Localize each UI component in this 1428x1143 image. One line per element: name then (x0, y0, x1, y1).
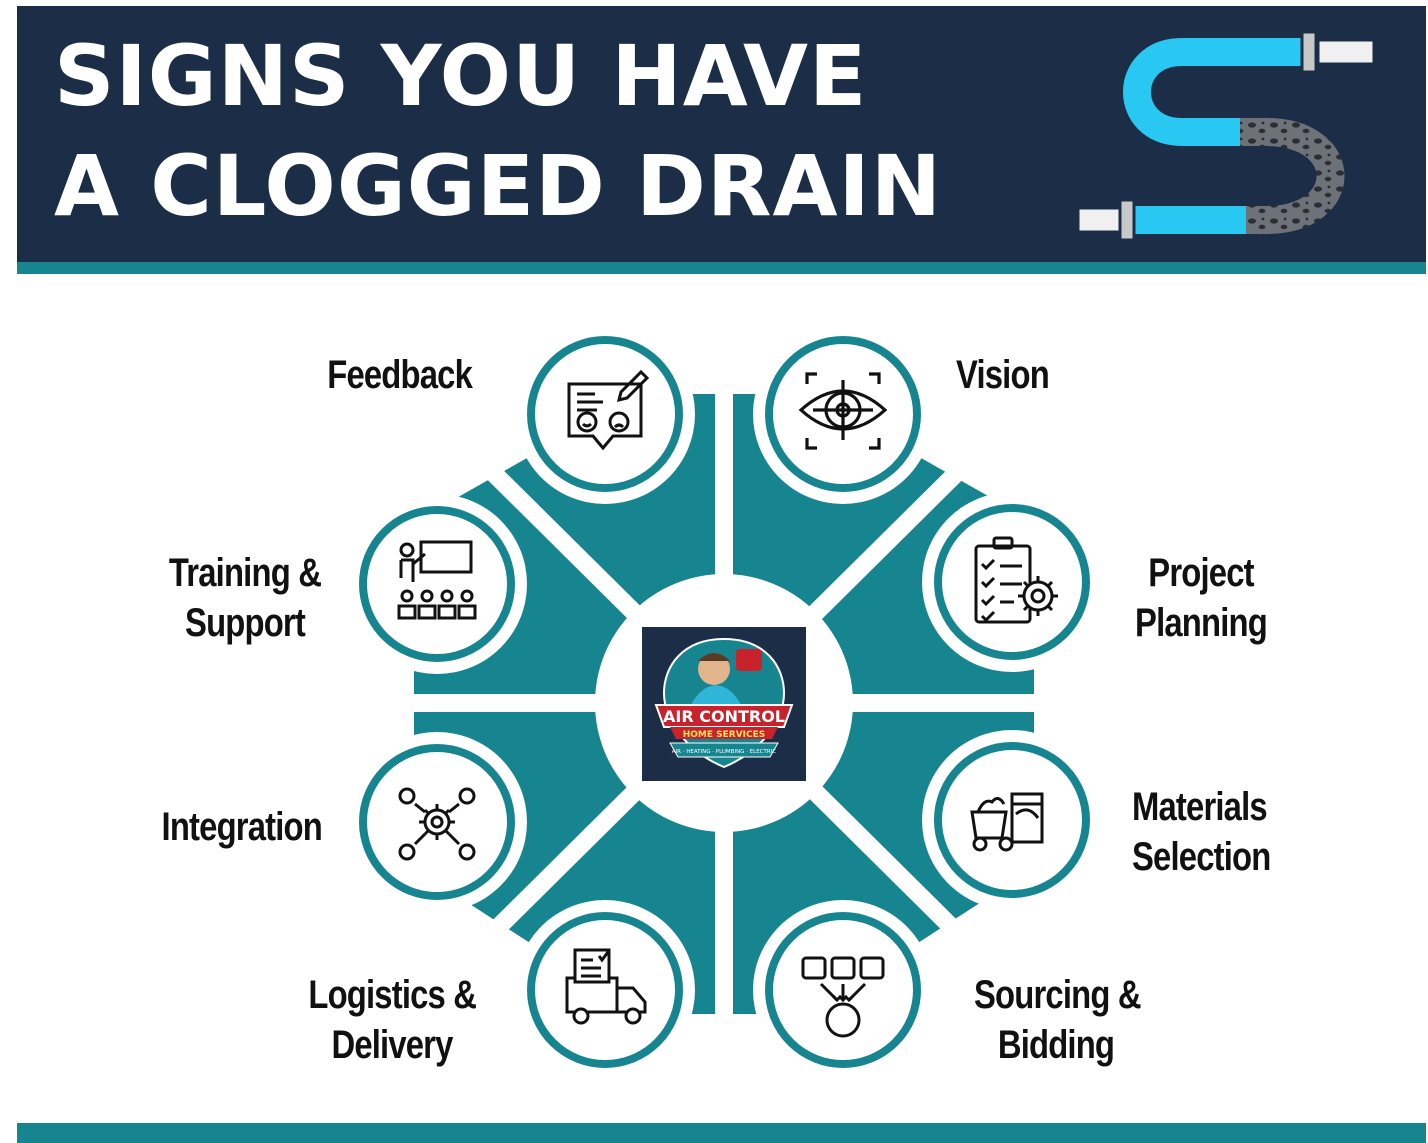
integration-gears-icon (398, 787, 476, 861)
label-sourcing-bidding: Sourcing & Bidding (974, 973, 1142, 1067)
label-materials-selection: Materials Selection (1132, 785, 1271, 879)
label-logistics-delivery: Logistics & Delivery (308, 973, 477, 1067)
pipe-s-icon (1076, 30, 1376, 242)
label-feedback: Feedback (327, 353, 473, 397)
icon-node-materials-selection (922, 730, 1102, 910)
label-project-planning: Project Planning (1135, 551, 1268, 645)
label-training-support: Training & Support (168, 551, 322, 645)
training-presentation-icon (397, 540, 477, 620)
logo-tagline-text: AIR · HEATING · PLUMBING · ELECTRIC (672, 749, 777, 755)
icon-node-feedback (515, 324, 695, 504)
icon-node-vision (753, 324, 933, 504)
page-title-line-2: A CLOGGED DRAIN (54, 137, 943, 235)
icon-node-project-planning (922, 492, 1102, 672)
sourcing-flow-icon (801, 956, 885, 1038)
cart-materials-icon (970, 792, 1044, 852)
logo-subtitle-text: HOME SERVICES (683, 730, 766, 740)
feedback-speech-icon (567, 369, 650, 451)
label-integration: Integration (161, 805, 323, 849)
vision-eye-icon (798, 372, 888, 450)
icon-node-sourcing-bidding (753, 900, 933, 1080)
header-accent-stripe (17, 262, 1426, 274)
logo-brand-text: AIR CONTROL (663, 707, 785, 726)
air-control-logo: AIR CONTROL HOME SERVICES AIR · HEATING … (642, 627, 806, 781)
page-title-line-1: SIGNS YOU HAVE (54, 27, 868, 125)
icon-node-logistics-delivery (515, 900, 695, 1080)
delivery-truck-icon (565, 948, 647, 1025)
clipboard-gear-icon (974, 536, 1058, 624)
footer-accent-stripe (17, 1123, 1426, 1143)
icon-node-training-support (347, 494, 527, 674)
icon-node-integration (347, 732, 527, 912)
label-vision: Vision (956, 353, 1050, 397)
